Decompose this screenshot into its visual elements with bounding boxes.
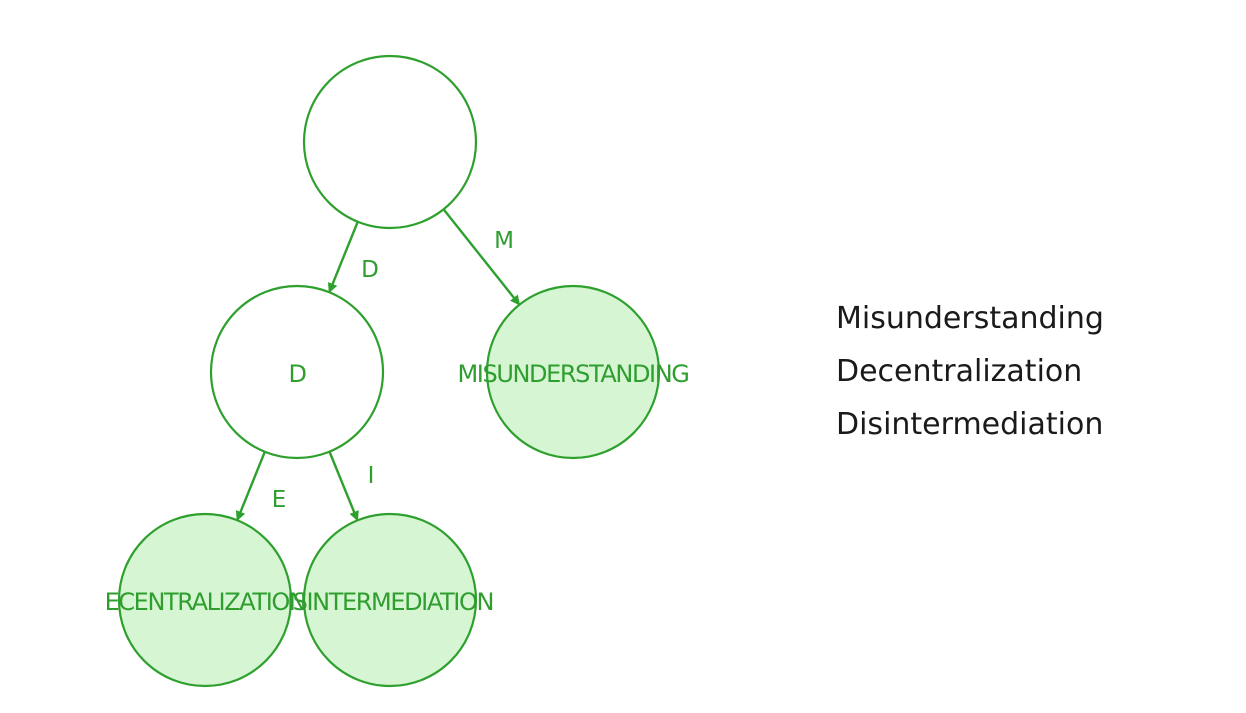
edge-layer: [235, 208, 521, 522]
node-root: [302, 54, 478, 230]
node-d: [209, 284, 385, 460]
word-list-item: Misunderstanding: [836, 301, 1104, 336]
edge-label-layer: D M E I: [272, 228, 514, 513]
node-label-decentralization: ECENTRALIZATION: [105, 588, 306, 616]
edge-root-misunderstanding: [442, 208, 521, 306]
word-list: Misunderstanding Decentralization Disint…: [836, 292, 1104, 451]
edge-label-root-d: D: [361, 257, 379, 283]
node-label-misunderstanding: MISUNDERSTANDING: [458, 360, 689, 388]
node-decentralization: [117, 512, 293, 688]
node-layer: D MISUNDERSTANDING ECENTRALIZATIONISINTERM…: [105, 54, 690, 688]
edge-label-d-disintermediation: I: [368, 463, 375, 489]
edge-d-disintermediation: [328, 451, 359, 522]
edge-label-root-misunderstanding: M: [494, 228, 514, 254]
edge-label-d-decentralization: E: [272, 487, 287, 513]
edge-root-d: [327, 221, 359, 294]
node-label-disintermediation: ISINTERMEDIATION: [287, 588, 493, 616]
trie-diagram: D MISUNDERSTANDING ECENTRALIZATIONISINTERM…: [105, 54, 690, 688]
node-disintermediation: [302, 512, 478, 688]
word-list-item: Disintermediation: [836, 407, 1104, 442]
node-label-d: D: [288, 360, 306, 388]
edge-d-decentralization: [235, 451, 266, 522]
node-misunderstanding: [485, 284, 661, 460]
word-list-item: Decentralization: [836, 354, 1083, 389]
